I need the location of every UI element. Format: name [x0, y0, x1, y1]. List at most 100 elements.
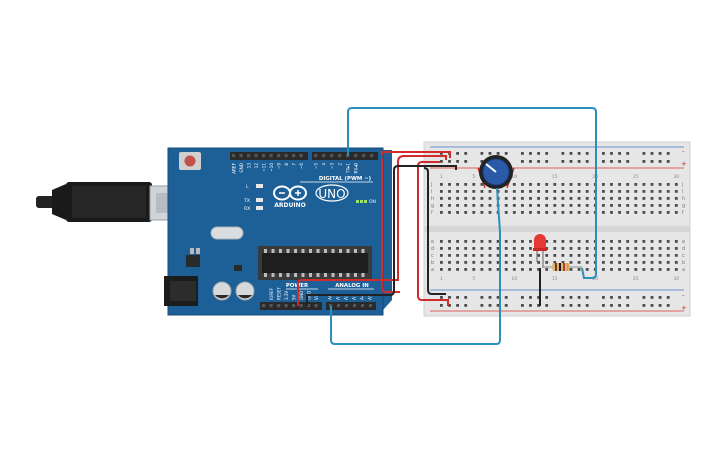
rail-hole [464, 296, 468, 299]
wire-red-5v-to-top-rail[interactable] [297, 155, 447, 306]
terminal-hole [480, 183, 484, 186]
on-led-3 [364, 200, 367, 203]
terminal-hole [569, 254, 573, 257]
terminal-hole [602, 211, 605, 214]
digital-header-left[interactable] [230, 152, 308, 160]
terminal-hole [674, 197, 678, 200]
terminal-hole [480, 247, 484, 250]
analog-pin-label: A5 [368, 294, 374, 300]
rail-top-plus-sign: + [681, 160, 687, 168]
wire-red-5v-rail-top-jumper[interactable] [381, 151, 451, 158]
terminal-hole [634, 183, 638, 186]
terminal-hole [674, 268, 678, 271]
analog-header[interactable] [326, 302, 376, 310]
rail-hole [602, 160, 605, 163]
potentiometer[interactable] [477, 155, 515, 191]
terminal-hole [496, 254, 500, 257]
terminal-hole [642, 268, 646, 271]
terminal-hole [666, 261, 670, 264]
chip-pin [301, 249, 305, 253]
rail-hole [456, 160, 459, 163]
reset-button-cap[interactable] [184, 155, 196, 167]
terminal-hole [545, 211, 549, 214]
terminal-hole [488, 240, 492, 243]
terminal-hole [626, 247, 630, 250]
rail-hole [642, 160, 646, 163]
row-letter: i [431, 189, 432, 195]
terminal-hole [674, 190, 678, 193]
digital-pin-label: 4 [322, 163, 327, 166]
wire-black-rail-to-bottom-rail[interactable] [423, 167, 446, 295]
resistor[interactable] [544, 263, 582, 271]
rail-hole [464, 152, 468, 155]
terminal-hole [537, 183, 540, 186]
rail-hole [618, 152, 621, 155]
terminal-hole [448, 247, 451, 250]
terminal-hole [521, 247, 524, 250]
terminal-hole [642, 261, 646, 264]
digital-pin-label: GND [239, 163, 244, 173]
terminal-hole [472, 268, 476, 271]
wires[interactable] [297, 107, 597, 345]
chip-pin [271, 249, 275, 253]
terminal-hole [488, 254, 492, 257]
terminal-hole [545, 204, 549, 207]
rail-hole [569, 152, 573, 155]
rail-bottom-minus-sign: - [682, 292, 685, 300]
terminal-hole [537, 204, 540, 207]
terminal-hole [561, 240, 565, 243]
terminal-hole [504, 211, 508, 214]
terminal-hole [496, 261, 500, 264]
terminal-hole [488, 261, 492, 264]
rail-hole [448, 160, 451, 163]
wire-red-rail-to-bottom-rail[interactable] [417, 161, 449, 306]
digital-pin-label: RX◂0 [354, 163, 359, 174]
on-label: ON [369, 199, 376, 205]
terminal-hole [561, 197, 565, 200]
arduino-brand: ARDUINO [274, 202, 305, 209]
terminal-hole [464, 197, 468, 200]
rail-hole [569, 296, 573, 299]
power-pin-label: IOREF [269, 287, 274, 300]
terminal-hole [585, 183, 589, 186]
row-letter: d [431, 246, 434, 252]
terminal-hole [585, 247, 589, 250]
digital-pin-label: TX▸1 [346, 163, 351, 175]
voltage-regulator [186, 255, 200, 267]
terminal-hole [642, 197, 646, 200]
terminal-hole [521, 240, 524, 243]
terminal-hole [610, 254, 613, 257]
terminal-hole [561, 254, 565, 257]
terminal-hole [642, 211, 646, 214]
terminal-hole [448, 211, 451, 214]
chip-pin [354, 273, 357, 277]
terminal-hole [626, 204, 630, 207]
terminal-hole [602, 190, 605, 193]
terminal-hole [674, 240, 678, 243]
red-led[interactable] [533, 234, 547, 268]
terminal-hole [464, 261, 468, 264]
wire-blue-pin3-to-led[interactable] [347, 107, 597, 279]
terminal-hole [585, 268, 589, 271]
chip-pin [324, 273, 327, 277]
wire-red-5v-down[interactable] [381, 158, 400, 293]
terminal-hole [666, 268, 670, 271]
terminal-hole [650, 240, 654, 243]
terminal-hole [553, 240, 557, 243]
row-letter: j [681, 182, 683, 188]
rail-hole [504, 152, 508, 155]
power-header[interactable] [260, 302, 322, 310]
terminal-hole [634, 261, 638, 264]
terminal-hole [504, 254, 508, 257]
terminal-hole [537, 268, 540, 271]
wire-black-gnd-to-top-rail[interactable] [306, 165, 457, 306]
terminal-hole [634, 204, 638, 207]
row-letter: j [430, 182, 432, 188]
terminal-hole [569, 190, 573, 193]
wire-blue-a0-to-pot[interactable] [330, 187, 501, 345]
digital-header-right[interactable] [312, 152, 378, 160]
rail-hole [626, 160, 630, 163]
